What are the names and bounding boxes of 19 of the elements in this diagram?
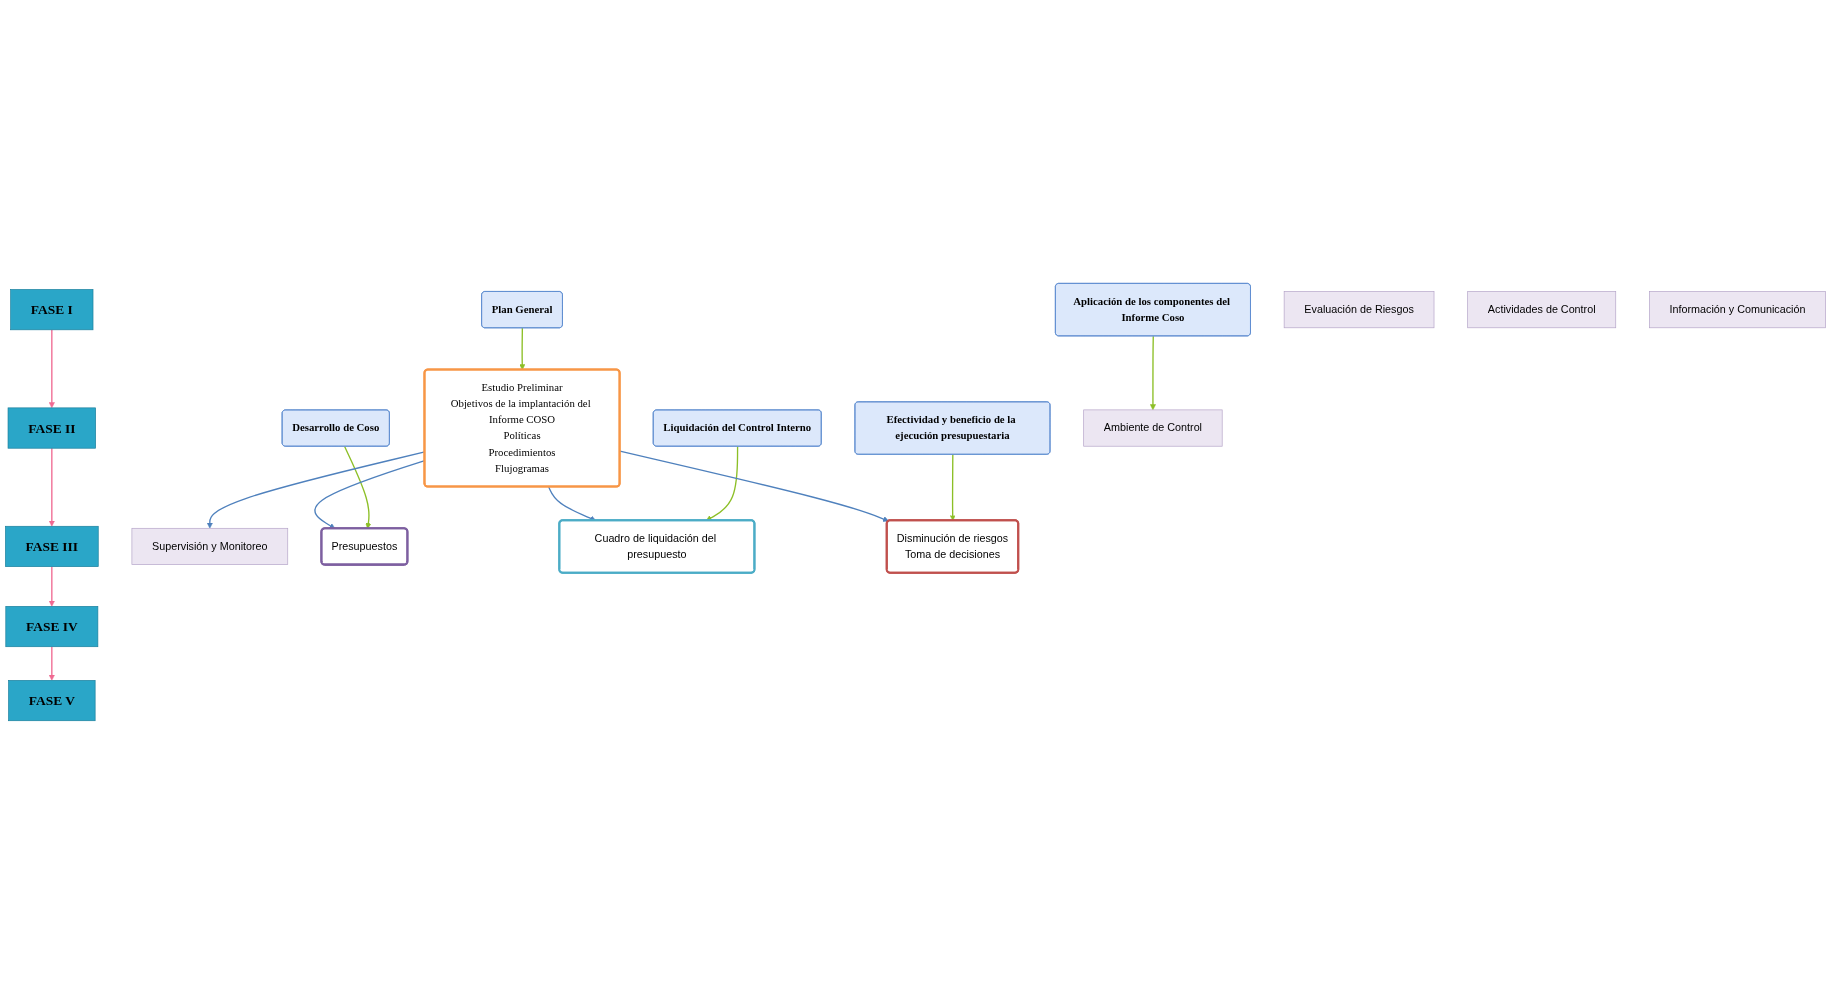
arrow: [343, 445, 372, 529]
node-box: FASE III: [5, 525, 99, 567]
arrow: [48, 645, 55, 681]
node-box: FASE II: [7, 407, 96, 449]
node-box: Supervisión y Monitoreo: [131, 527, 289, 565]
arrow: [48, 329, 55, 409]
arrow: [705, 445, 739, 521]
node-box: Actividades de Control: [1467, 291, 1617, 329]
arrow: [1150, 335, 1156, 411]
arrow: [619, 450, 889, 522]
node-box: FASE V: [8, 679, 96, 721]
node-box: FASE I: [10, 289, 94, 331]
arrow: [48, 565, 55, 607]
arrow: [48, 447, 55, 527]
node-box: Información y Comunicación: [1649, 291, 1826, 329]
node-box: Evaluación de Riesgos: [1283, 291, 1435, 329]
node-box: Ambiente de Control: [1083, 409, 1223, 447]
node-box: FASE IV: [5, 605, 99, 647]
arrow: [949, 453, 956, 521]
